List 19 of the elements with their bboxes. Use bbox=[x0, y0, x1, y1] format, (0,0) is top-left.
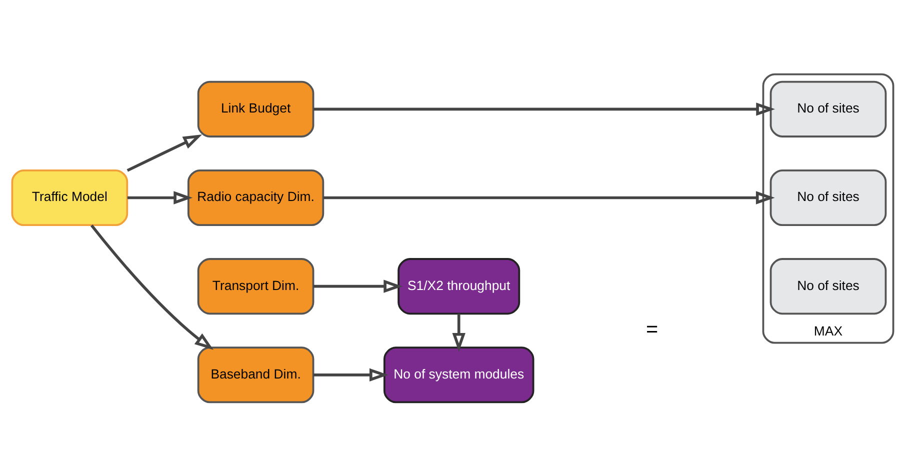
arrow bbox=[126, 134, 202, 172]
node-box: Traffic Model bbox=[11, 168, 128, 226]
node-box: Link Budget bbox=[197, 80, 314, 137]
arrow bbox=[313, 279, 403, 292]
node-box: S1/X2 throughput bbox=[398, 258, 520, 314]
label: = bbox=[646, 317, 658, 340]
node-box: No of sites bbox=[770, 80, 887, 137]
arrow bbox=[323, 190, 775, 204]
arrow bbox=[452, 313, 466, 352]
node-box: No of sites bbox=[770, 258, 887, 314]
node-box: Transport Dim. bbox=[197, 258, 314, 314]
arrow bbox=[313, 368, 388, 382]
node-box: No of sites bbox=[770, 168, 887, 226]
node-box: No of system modules bbox=[383, 346, 534, 403]
node-box: Radio capacity Dim. bbox=[187, 168, 324, 226]
arrow bbox=[314, 102, 775, 116]
arrow bbox=[127, 190, 193, 204]
node-box: Baseband Dim. bbox=[197, 346, 314, 403]
arrow bbox=[90, 224, 214, 350]
